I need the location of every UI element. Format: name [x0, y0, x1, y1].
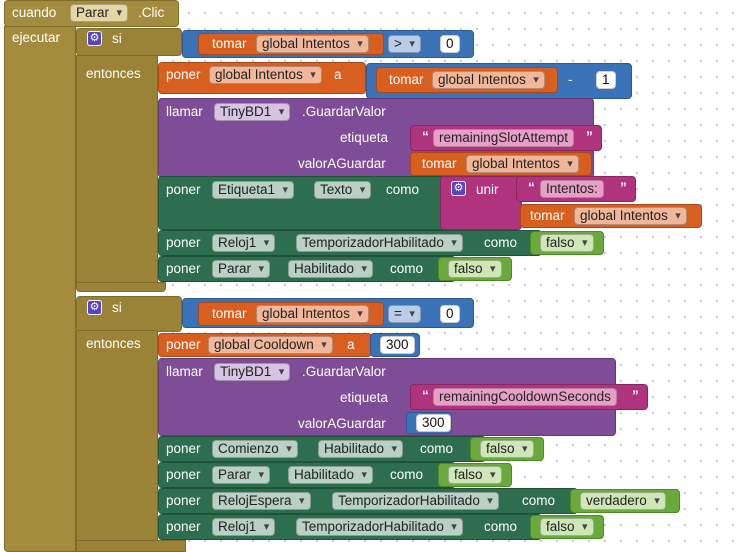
if-block-2-foot: [76, 540, 186, 552]
component-dropdown[interactable]: TinyBD1: [214, 363, 291, 381]
component-dropdown[interactable]: TinyBD1: [214, 103, 291, 121]
set-label: poner: [166, 67, 201, 82]
component-dropdown[interactable]: Reloj1: [212, 518, 276, 536]
event-component-dropdown[interactable]: Parar: [70, 4, 129, 22]
var-dropdown[interactable]: global Intentos: [574, 207, 687, 225]
component-dropdown[interactable]: Comienzo: [212, 440, 298, 458]
set-text-block[interactable]: [158, 176, 446, 230]
boolean-dropdown[interactable]: falso: [480, 440, 534, 458]
as-label: como: [390, 467, 424, 482]
set-label: poner: [166, 261, 201, 276]
var-dropdown[interactable]: global Intentos: [256, 305, 369, 323]
as-label: como: [420, 441, 454, 456]
boolean-dropdown[interactable]: verdadero: [580, 492, 666, 510]
property-dropdown[interactable]: TemporizadorHabilitado: [296, 234, 463, 252]
component-dropdown[interactable]: Parar: [212, 466, 271, 484]
string-field[interactable]: remainingSlotAttempt: [433, 129, 575, 147]
quote-open-icon: “: [422, 129, 429, 144]
get-label: tomar: [212, 36, 247, 51]
var-dropdown[interactable]: global Cooldown: [208, 336, 333, 354]
boolean-dropdown[interactable]: falso: [448, 260, 502, 278]
quote-close-icon: ”: [586, 129, 593, 144]
property-dropdown[interactable]: Habilitado: [318, 440, 404, 458]
value-label: valorAGuardar: [298, 156, 386, 171]
as-label: como: [484, 235, 518, 250]
tag-label: etiqueta: [340, 130, 389, 145]
get-label: tomar: [212, 306, 247, 321]
quote-open-icon: “: [422, 388, 429, 403]
property-dropdown[interactable]: Habilitado: [288, 260, 374, 278]
property-dropdown[interactable]: TemporizadorHabilitado: [332, 492, 499, 510]
as-label: como: [484, 519, 518, 534]
var-dropdown[interactable]: global Intentos: [209, 66, 322, 84]
quote-open-icon: “: [528, 180, 535, 195]
quote-close-icon: ”: [632, 388, 639, 403]
method-label: .GuardarValor: [302, 364, 386, 379]
call-label: llamar: [166, 364, 203, 379]
var-dropdown[interactable]: global Intentos: [432, 71, 545, 89]
number-field[interactable]: 1: [596, 71, 616, 89]
quote-close-icon: ”: [620, 180, 627, 195]
property-dropdown[interactable]: Texto: [314, 181, 372, 199]
component-dropdown[interactable]: Etiqueta1: [212, 181, 295, 199]
var-dropdown[interactable]: global Intentos: [256, 35, 369, 53]
set-label: poner: [166, 441, 201, 456]
call-label: llamar: [166, 104, 203, 119]
boolean-dropdown[interactable]: falso: [540, 518, 594, 536]
boolean-dropdown[interactable]: falso: [540, 234, 594, 252]
if-block-1-foot: [76, 282, 166, 292]
get-label: tomar: [389, 72, 424, 87]
component-dropdown[interactable]: Reloj1: [212, 234, 276, 252]
value-label: valorAGuardar: [298, 416, 386, 431]
set-label: poner: [166, 235, 201, 250]
tag-label: etiqueta: [340, 390, 389, 405]
if-label: si: [112, 300, 122, 315]
method-label: .GuardarValor: [302, 104, 386, 119]
set-label: poner: [166, 182, 201, 197]
event-when-label: cuando: [12, 5, 57, 20]
then-label: entonces: [86, 66, 141, 81]
string-field[interactable]: remainingCooldownSeconds: [433, 388, 617, 406]
operator-dropdown[interactable]: >: [388, 35, 421, 53]
join-label: unir: [476, 182, 499, 197]
string-field[interactable]: Intentos:: [540, 180, 604, 198]
to-label: a: [347, 337, 355, 352]
if-label: si: [112, 31, 122, 46]
set-label: poner: [166, 467, 201, 482]
set-label: poner: [166, 493, 201, 508]
number-field[interactable]: 300: [416, 414, 451, 432]
as-label: como: [522, 493, 556, 508]
number-field[interactable]: 0: [440, 35, 460, 53]
event-do-label: ejecutar: [12, 30, 61, 45]
number-field[interactable]: 0: [440, 305, 460, 323]
number-field[interactable]: 300: [380, 336, 415, 354]
property-dropdown[interactable]: TemporizadorHabilitado: [296, 518, 463, 536]
then-label: entonces: [86, 336, 141, 351]
if-block-2-bar: [76, 330, 158, 552]
as-label: como: [386, 182, 420, 197]
operator-dropdown[interactable]: =: [388, 305, 421, 323]
get-label: tomar: [530, 208, 565, 223]
set-label: poner: [166, 337, 201, 352]
minus-operator: -: [568, 72, 573, 87]
to-label: a: [334, 67, 342, 82]
boolean-dropdown[interactable]: falso: [448, 466, 502, 484]
as-label: como: [390, 261, 424, 276]
component-dropdown[interactable]: Parar: [212, 260, 271, 278]
set-label: poner: [166, 519, 201, 534]
get-label: tomar: [422, 156, 457, 171]
event-body-bar: [4, 26, 76, 552]
event-name-label: .Clic: [138, 5, 165, 20]
property-dropdown[interactable]: Habilitado: [288, 466, 374, 484]
mutator-gear-icon[interactable]: ⚙: [87, 31, 102, 46]
var-dropdown[interactable]: global Intentos: [466, 155, 579, 173]
component-dropdown[interactable]: RelojEspera: [212, 492, 311, 510]
if-block-1-bar: [76, 55, 158, 285]
mutator-gear-icon[interactable]: ⚙: [87, 300, 102, 315]
mutator-gear-icon[interactable]: ⚙: [451, 181, 466, 196]
